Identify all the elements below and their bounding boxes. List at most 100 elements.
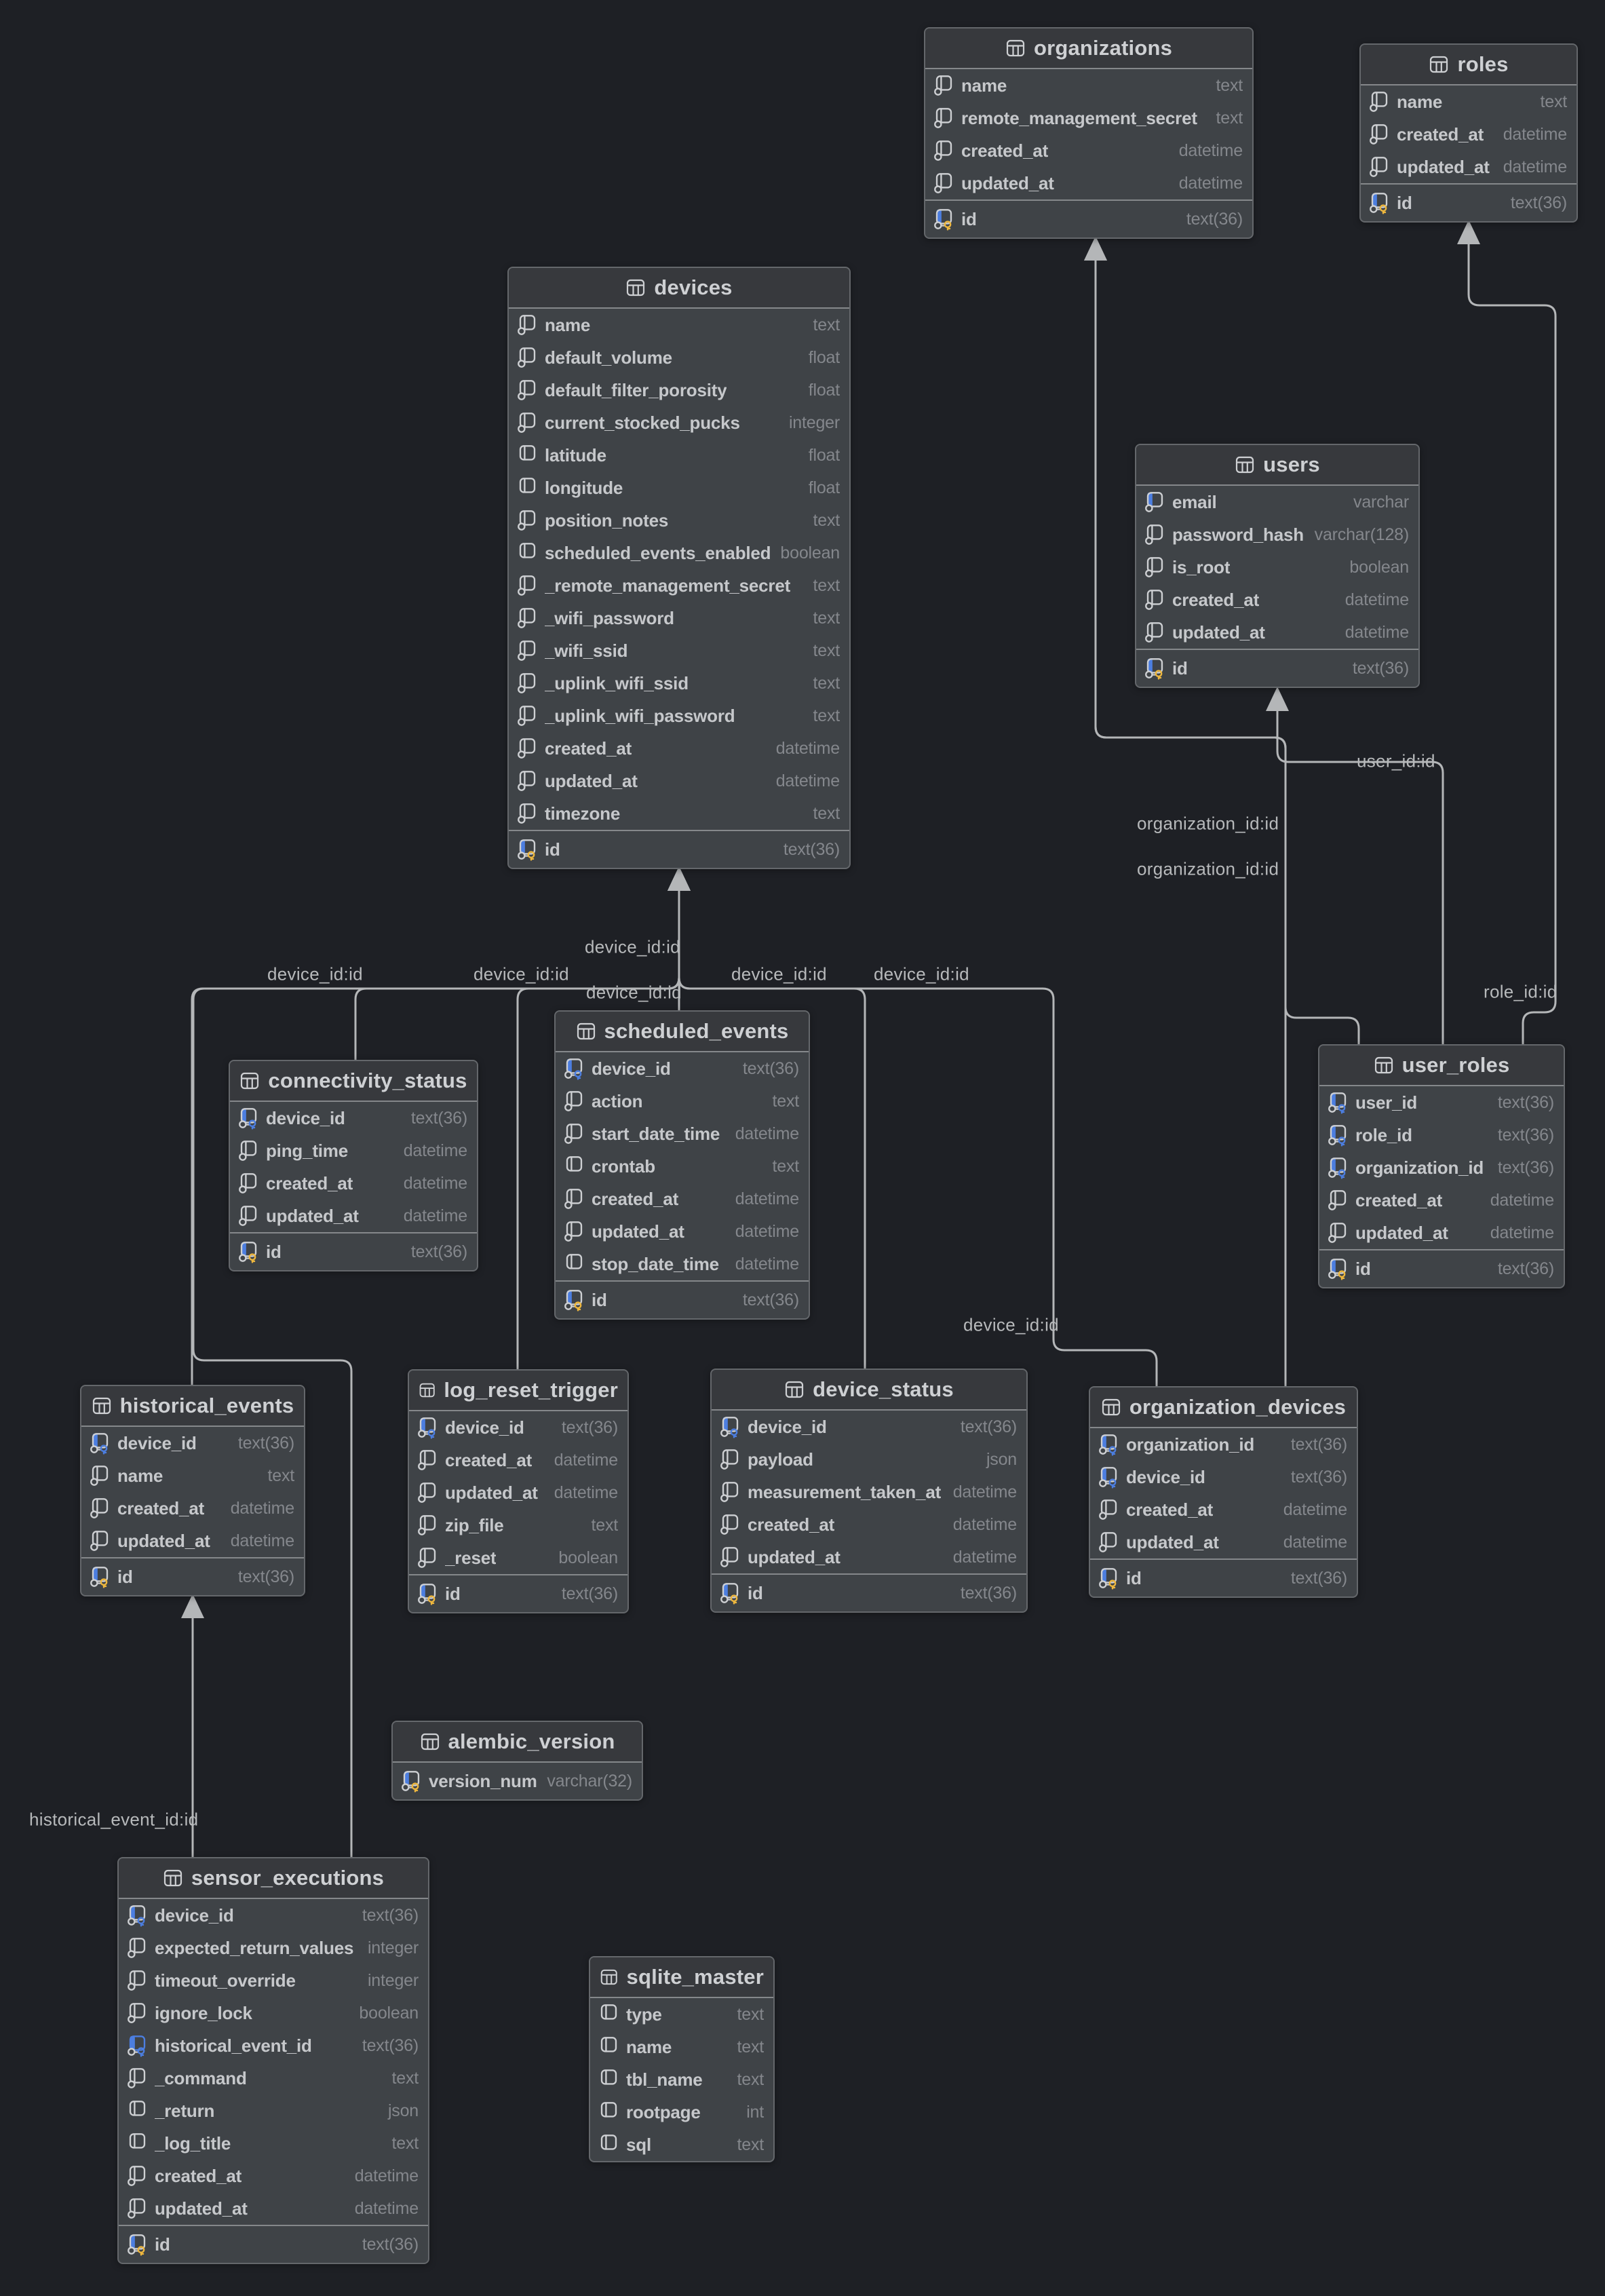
table-header-historical_events[interactable]: historical_events — [81, 1386, 304, 1427]
table-header-alembic_version[interactable]: alembic_version — [393, 1722, 642, 1763]
table-header-sensor_executions[interactable]: sensor_executions — [119, 1858, 428, 1899]
table-header-organizations[interactable]: organizations — [925, 28, 1252, 69]
table-header-log_reset_trigger[interactable]: log_reset_trigger — [409, 1371, 627, 1411]
table-header-organization_devices[interactable]: organization_devices — [1090, 1388, 1357, 1428]
table-header-users[interactable]: users — [1136, 445, 1418, 486]
table-header-device_status[interactable]: device_status — [712, 1370, 1026, 1411]
table-header-roles[interactable]: roles — [1361, 45, 1577, 85]
table-header-user_roles[interactable]: user_roles — [1319, 1046, 1564, 1086]
table-header-scheduled_events[interactable]: scheduled_events — [556, 1012, 809, 1052]
table-header-connectivity_status[interactable]: connectivity_status — [230, 1061, 477, 1102]
